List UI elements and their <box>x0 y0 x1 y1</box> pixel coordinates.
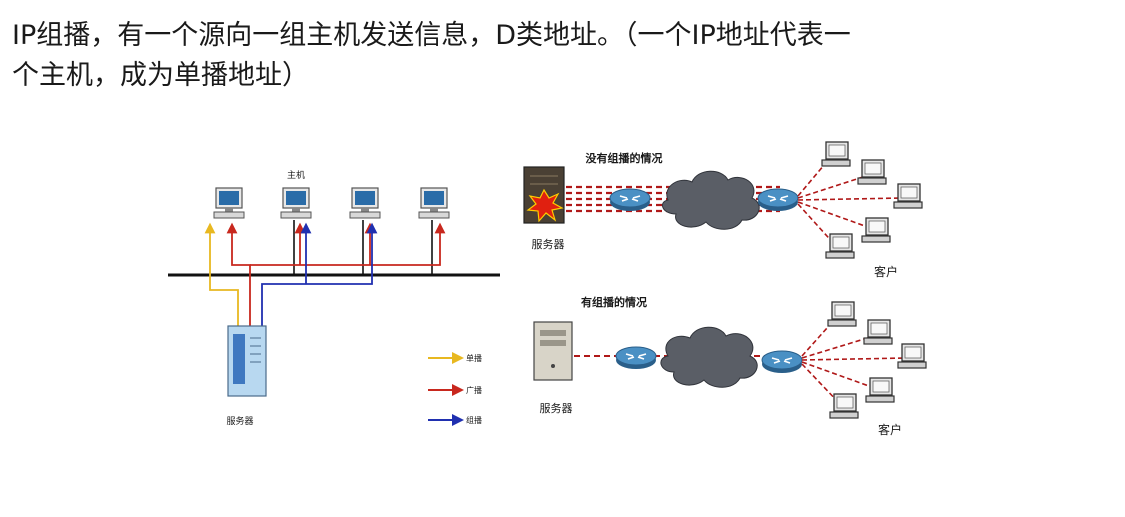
host-3-icon <box>349 187 381 219</box>
client-icon <box>861 217 891 243</box>
no-multicast-title: 没有组播的情况 <box>586 151 663 165</box>
server-label: 服务器 <box>226 415 253 427</box>
right-top-diagram: 没有组播的情况 服务器 <box>523 141 923 279</box>
internet-cloud-icon <box>660 326 758 388</box>
client-icon <box>825 233 855 259</box>
unicast-streams <box>566 185 780 213</box>
multicast-title: 有组播的情况 <box>581 295 647 309</box>
client-icon <box>865 377 895 403</box>
router-2-icon <box>757 188 799 212</box>
legend-multicast: 组播 <box>466 415 482 425</box>
client-icon <box>821 141 851 167</box>
clients-top-label: 客户 <box>874 264 898 279</box>
clients-bottom-label: 客户 <box>878 422 902 437</box>
host-4-icon <box>418 187 450 219</box>
internet-cloud-icon <box>661 170 760 230</box>
server-top-label: 服务器 <box>532 238 565 251</box>
legend-broadcast: 广播 <box>466 385 482 395</box>
client-icon <box>857 159 887 185</box>
title-line-2: 个主机，成为单播地址） <box>12 60 309 91</box>
router-1-icon <box>609 188 651 212</box>
legend: 单播 广播 组播 <box>428 352 482 426</box>
client-icon <box>827 301 857 327</box>
right-bottom-diagram: 有组播的情况 服务器 客户 <box>533 295 927 437</box>
client-icon <box>897 343 927 369</box>
unicast-path <box>204 222 239 326</box>
host-1-icon <box>213 187 245 219</box>
client-icon <box>829 393 859 419</box>
client-icon <box>863 319 893 345</box>
router-3-icon <box>615 346 657 370</box>
client-icon <box>893 183 923 209</box>
multicast-path <box>261 222 378 326</box>
server-bottom-label: 服务器 <box>540 402 573 415</box>
server-bottom-icon <box>533 321 573 381</box>
host-2-icon <box>280 187 312 219</box>
title-line-1: IP组播，有一个源向一组主机发送信息，D类地址。（一个IP地址代表一 <box>12 20 851 51</box>
left-diagram: 主机 服务器 单播 <box>168 169 500 427</box>
overloaded-server-icon <box>523 166 565 224</box>
router-4-icon <box>761 350 803 374</box>
broadcast-path <box>226 222 251 326</box>
legend-unicast: 单播 <box>466 353 482 363</box>
slide-title: IP组播，有一个源向一组主机发送信息，D类地址。（一个IP地址代表一 个主机，成… <box>12 16 1092 96</box>
server-icon <box>227 325 267 397</box>
hosts-label: 主机 <box>287 169 305 181</box>
